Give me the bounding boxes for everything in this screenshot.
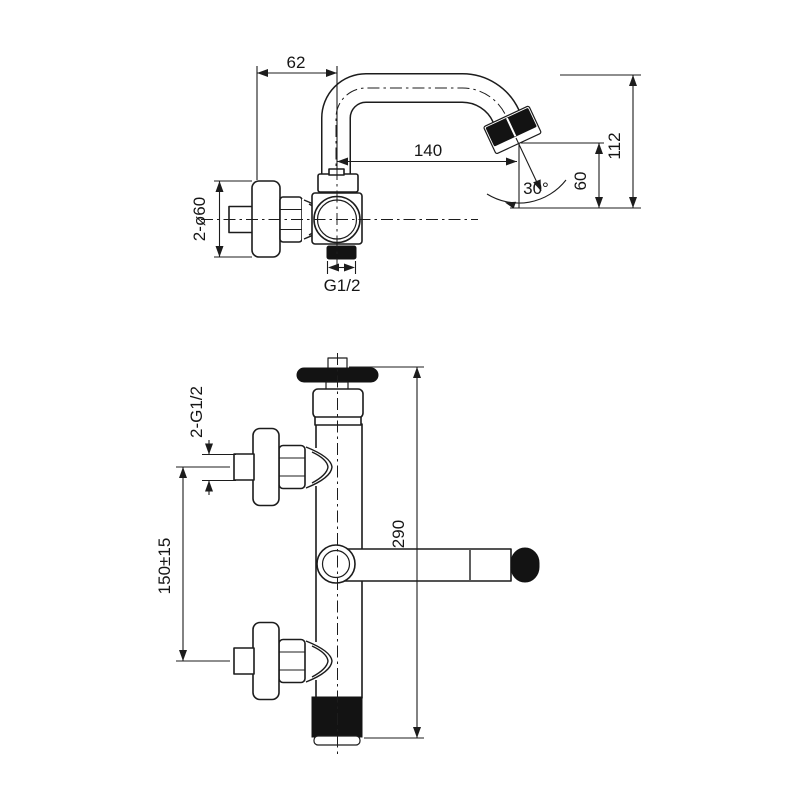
lower-junction-patch xyxy=(310,642,322,680)
lower-junction-curves xyxy=(305,640,333,683)
dim-label-62: 62 xyxy=(287,53,306,72)
spout-swivel-inner xyxy=(321,549,351,579)
dim-290: 290 xyxy=(349,366,424,739)
aerator xyxy=(483,105,542,155)
dim-label-150: 150±15 xyxy=(155,538,174,595)
swivel-collar xyxy=(317,173,359,193)
spout-centerline xyxy=(335,87,507,182)
dim-label-30: 30° xyxy=(523,179,549,198)
bottom-view: 2-G1/2 150±15 290 xyxy=(155,353,540,757)
upper-escutcheon xyxy=(252,427,280,507)
spout-side-tube xyxy=(329,548,512,582)
outlet-ring xyxy=(326,245,357,260)
dim-2g12: 2-G1/2 xyxy=(187,386,236,495)
upper-inlet xyxy=(233,427,333,507)
dim-150: 150±15 xyxy=(155,466,230,662)
lower-hex-nut xyxy=(278,638,306,684)
upper-junction-patch xyxy=(310,448,322,486)
dim-30deg: 30° xyxy=(486,137,567,209)
dim-label-290: 290 xyxy=(389,520,408,548)
dim-label-60: 60 xyxy=(571,172,590,191)
dim-2o60: 2-ø60 xyxy=(190,180,252,258)
upper-junction-curves xyxy=(305,446,333,489)
dim-label-2o60: 2-ø60 xyxy=(190,197,209,241)
top-view: 62 140 30° 60 xyxy=(190,53,641,295)
dim-label-2g12: 2-G1/2 xyxy=(187,386,206,438)
spout-end-cap xyxy=(510,547,540,583)
dim-140: 140 xyxy=(337,141,517,166)
lower-escutcheon xyxy=(252,621,280,701)
lower-inlet xyxy=(233,621,333,701)
dim-label-112: 112 xyxy=(605,132,624,159)
upper-hex-nut xyxy=(278,444,306,490)
dim-112: 112 xyxy=(510,74,641,209)
upper-pipe-end xyxy=(233,453,255,481)
dim-label-g12: G1/2 xyxy=(324,276,361,295)
lower-pipe-end xyxy=(233,647,255,675)
dim-60: 60 xyxy=(521,142,604,208)
dim-label-140: 140 xyxy=(414,141,442,160)
dim-62: 62 xyxy=(256,53,338,180)
dim-g12-outlet: G1/2 xyxy=(324,261,361,295)
